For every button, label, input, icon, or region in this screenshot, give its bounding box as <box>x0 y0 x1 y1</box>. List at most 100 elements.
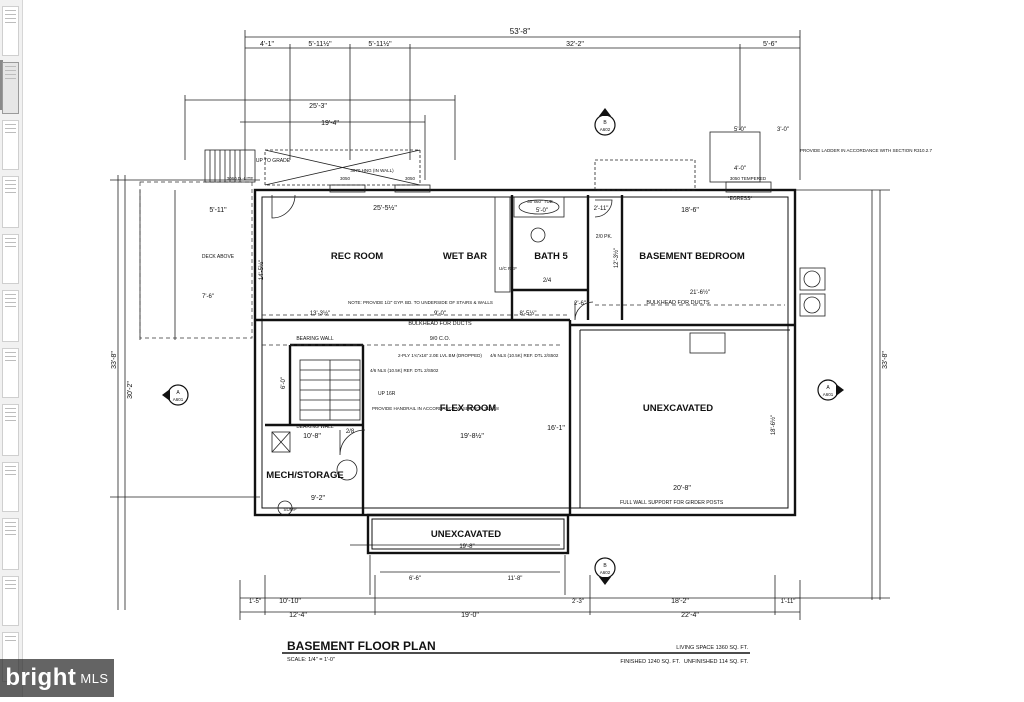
dim-label: 3'-0" <box>777 127 789 133</box>
dim-label: 20'-8" <box>673 485 691 492</box>
dim-label: 33'-8" <box>111 351 118 369</box>
dim-label: 5'-11½" <box>368 40 392 48</box>
egress-note: *EGRESS* <box>728 196 753 202</box>
dim-label: 22'-4" <box>681 612 699 619</box>
dim-label: 12'-3½" <box>613 248 620 268</box>
dim-label: 5'-11" <box>209 207 227 214</box>
page-thumbnail-active[interactable] <box>2 62 19 114</box>
handrail-note: PROVIDE HANDRAIL IN ACCORDANCE W/ SECTIO… <box>372 406 499 411</box>
dim-label: 9'-2" <box>311 495 325 502</box>
dim-label: 6'-0" <box>281 377 287 389</box>
floor-plan-canvas: 53'-8" 4'-1" 5'-11½" 5'-11½" 32'-2" 5'-6… <box>22 0 1024 697</box>
section-marker-right-letter: A <box>826 385 830 391</box>
post-note: 4/6 NLS (10.5K) REF. DTL 2/S502 <box>490 353 559 358</box>
dim-label: 33'-8" <box>882 351 889 369</box>
bearing-wall-note: BEARING WALL <box>296 424 334 430</box>
tub-note: 30"x60" TUB <box>527 199 553 204</box>
dim-label: 25'-5½" <box>373 204 397 212</box>
room-label-bath: BATH 5 <box>534 251 568 262</box>
page-thumbnail[interactable] <box>2 404 19 456</box>
bearing-wall-note: BEARING WALL <box>296 336 334 342</box>
room-label-mech-storage: MECH/STORAGE <box>266 470 343 481</box>
room-label-flex-room: FLEX ROOM <box>440 403 497 414</box>
page-thumbnail[interactable] <box>2 6 19 56</box>
dim-label: 2'-3" <box>572 599 584 605</box>
page-thumbnail[interactable] <box>2 576 19 626</box>
unfinished-area: UNFINISHED 114 SQ. FT. <box>684 659 749 665</box>
dim-label: 1'-5" <box>249 599 261 605</box>
bulkhead-note: BULKHEAD FOR DUCTS <box>646 300 710 306</box>
dim-label: 18'-6" <box>681 207 699 214</box>
dim-label: 2'-11" <box>594 206 609 212</box>
dim-label: 11'-8" <box>508 576 523 582</box>
sump-label: SUMP <box>283 507 296 512</box>
dim-label: 10'-10" <box>279 598 301 605</box>
dim-label: 19'-0" <box>461 612 479 619</box>
dim-label: 19'-4" <box>321 120 339 127</box>
room-label-bedroom: BASEMENT BEDROOM <box>639 251 745 262</box>
page-thumbnail-sidebar[interactable] <box>0 0 23 697</box>
deck-above-label: DECK ABOVE <box>202 254 235 260</box>
plan-title: BASEMENT FLOOR PLAN <box>287 639 436 653</box>
stair-note: NOTE: PROVIDE 1/2" GYP. BD. TO UNDERSIDE… <box>348 300 493 305</box>
dim-label: 19'-8½" <box>460 432 484 440</box>
sidebar-scroll-indicator[interactable] <box>0 60 3 110</box>
page-thumbnail[interactable] <box>2 290 19 342</box>
cased-opening-note: 9/0 C.O. <box>430 336 451 342</box>
dim-label: 21'-6½" <box>690 289 710 296</box>
page-thumbnail[interactable] <box>2 462 19 512</box>
dim-label: 19'-8" <box>459 544 474 550</box>
fridge-note: U/C REF <box>499 266 517 271</box>
dim-label: 8'-5½" <box>520 310 537 317</box>
dim-label: 2'-6" <box>574 301 586 307</box>
section-marker-bottom-sheet: A602 <box>600 570 611 575</box>
dim-label: 2/8 <box>346 429 355 435</box>
grade-note: UP TO GRADE <box>256 158 291 164</box>
dim-label: 5'-11½" <box>308 40 332 48</box>
stair-up-note: UP 16R <box>378 391 396 397</box>
dim-label: 30'-2" <box>127 381 134 399</box>
dim-label: 32'-2" <box>566 41 584 48</box>
dim-label: 13'-3½" <box>310 310 330 317</box>
room-label-rec-room: REC ROOM <box>331 251 383 262</box>
dim-label: 14'-5½" <box>258 260 265 280</box>
dim-label: 7'-6" <box>202 294 214 300</box>
dim-label: 4'-1" <box>260 41 274 48</box>
living-space-area: LIVING SPACE 1360 SQ. FT. <box>676 645 748 651</box>
dim-label: 5'-6" <box>763 41 777 48</box>
dim-label: 18'-6½" <box>770 415 777 435</box>
room-label-unexcavated-bottom: UNEXCAVATED <box>431 529 501 540</box>
dim-label: 12'-4" <box>289 612 307 619</box>
dim-label: 9'-0" <box>434 311 446 317</box>
dim-label: 16'-1" <box>547 425 565 432</box>
page-thumbnail[interactable] <box>2 348 19 398</box>
window-tag: 3050 TEMPERED <box>730 176 767 181</box>
dim-label: 5'-0" <box>734 127 746 133</box>
section-marker-left-sheet: A601 <box>173 397 184 402</box>
door-note: 2/0 PK. <box>596 234 612 240</box>
girder-support-note: FULL WALL SUPPORT FOR GIRDER POSTS <box>620 500 724 506</box>
floor-plan-drawing: 53'-8" 4'-1" 5'-11½" 5'-11½" 32'-2" 5'-6… <box>110 27 933 665</box>
dim-label: 4'-0" <box>734 166 746 172</box>
finished-area: FINISHED 1240 SQ. FT. <box>620 659 680 665</box>
page-thumbnail[interactable] <box>2 176 19 228</box>
section-marker-left-letter: A <box>176 390 180 396</box>
room-label-wet-bar: WET BAR <box>443 251 487 262</box>
page-thumbnail[interactable] <box>2 234 19 284</box>
door-tag: 3060 D.-LITE <box>227 176 254 181</box>
overall-width-dim: 53'-8" <box>510 27 531 36</box>
door-tag: 3070 HNG (IN WALL) <box>350 168 394 173</box>
beam-note: 2-PLY 1¾"x16" 2.0E LVL BM (DROPPED) <box>398 353 482 358</box>
section-marker-right-sheet: A601 <box>823 392 834 397</box>
window-tag: 3050 <box>340 176 351 181</box>
room-label-unexcavated: UNEXCAVATED <box>643 403 713 414</box>
plan-scale: SCALE: 1/4" = 1'-0" <box>287 657 335 663</box>
dim-label: 18'-2" <box>671 598 689 605</box>
page-thumbnail[interactable] <box>2 518 19 570</box>
post-note: 4/6 NLS (10.5K) REF. DTL 2/S502 <box>370 368 439 373</box>
dim-label: 2/4 <box>543 278 552 284</box>
dim-label: 5'-0" <box>536 208 548 214</box>
page-thumbnail[interactable] <box>2 120 19 170</box>
section-marker-top-sheet: A602 <box>600 127 611 132</box>
